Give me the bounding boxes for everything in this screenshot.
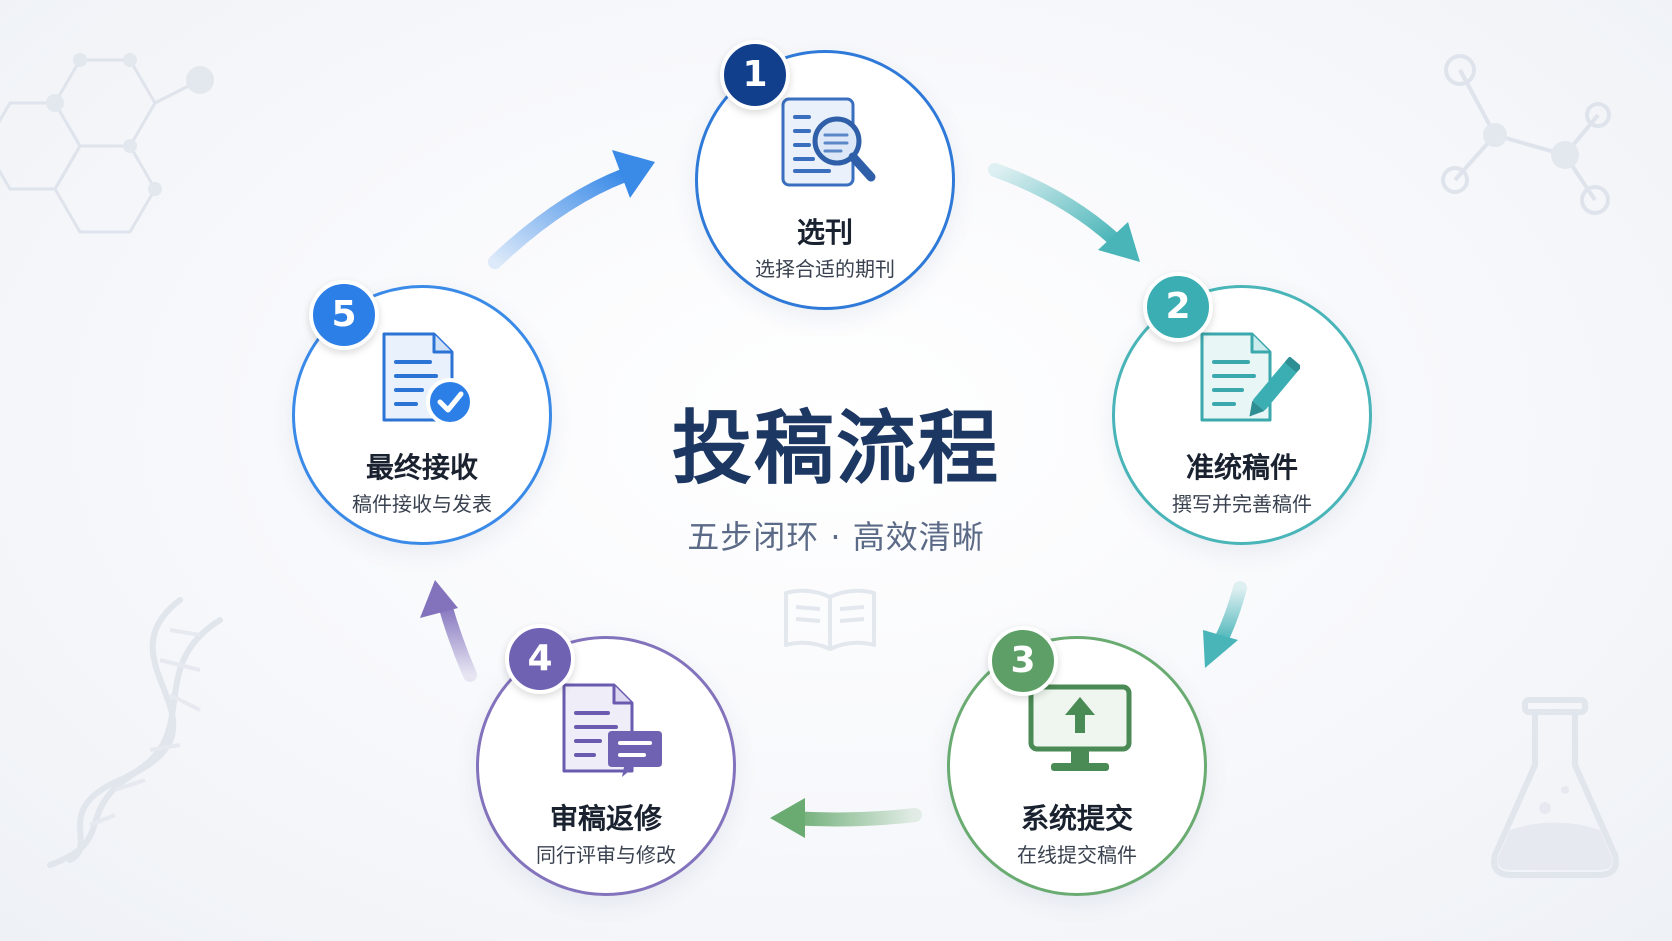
arrowhead-5-to-1 xyxy=(612,150,655,198)
dna-helix-icon xyxy=(47,597,223,868)
arrow-1-to-2 xyxy=(988,163,1122,247)
arrowhead-1-to-2 xyxy=(1098,222,1140,262)
step-2-desc: 撰写并完善稿件 xyxy=(1172,492,1312,516)
step-1-title: 选刊 xyxy=(796,216,853,249)
step-3-desc: 在线提交稿件 xyxy=(1017,843,1137,867)
step-1-desc: 选择合适的期刊 xyxy=(755,257,895,281)
arrow-3-to-4 xyxy=(783,808,922,827)
arrowhead-4-to-5 xyxy=(420,580,458,618)
flask-icon xyxy=(1491,697,1619,878)
arrowhead-2-to-3 xyxy=(1203,630,1238,668)
step-4-node: 审稿返修 同行评审与修改 xyxy=(476,636,736,896)
step-3-badge: 3 xyxy=(988,626,1058,696)
arrow-4-to-5 xyxy=(438,598,477,682)
journal-search-icon xyxy=(781,97,876,187)
document-check-icon xyxy=(382,332,474,426)
molecule-icon xyxy=(1441,54,1611,215)
step-4-title: 审稿返修 xyxy=(549,802,662,835)
step-5-badge: 5 xyxy=(309,280,379,350)
diagram-title: 投稿流程 xyxy=(672,402,1000,495)
step-3-node: 系统提交 在线提交稿件 xyxy=(947,636,1207,896)
document-comment-icon xyxy=(562,683,662,777)
arrowhead-3-to-4 xyxy=(770,798,805,838)
step-5-title: 最终接收 xyxy=(365,451,478,484)
step-4-desc: 同行评审与修改 xyxy=(536,843,676,867)
step-2-badge: 2 xyxy=(1143,272,1213,342)
step-3-title: 系统提交 xyxy=(1020,802,1133,835)
step-4-badge: 4 xyxy=(505,624,575,694)
arrow-5-to-1 xyxy=(488,168,632,269)
document-edit-icon xyxy=(1200,332,1300,422)
molecule-hexagon-icon xyxy=(0,53,214,234)
step-2-title: 准统稿件 xyxy=(1185,451,1298,484)
step-5-desc: 稿件接收与发表 xyxy=(352,492,492,516)
step-5-node: 最终接收 稿件接收与发表 xyxy=(292,285,552,545)
step-1-badge: 1 xyxy=(720,40,790,110)
monitor-upload-icon xyxy=(1028,684,1132,771)
diagram-subtitle: 五步闭环 · 高效清晰 xyxy=(687,518,985,556)
arrow-2-to-3 xyxy=(1213,581,1247,649)
open-book-icon xyxy=(784,588,876,651)
